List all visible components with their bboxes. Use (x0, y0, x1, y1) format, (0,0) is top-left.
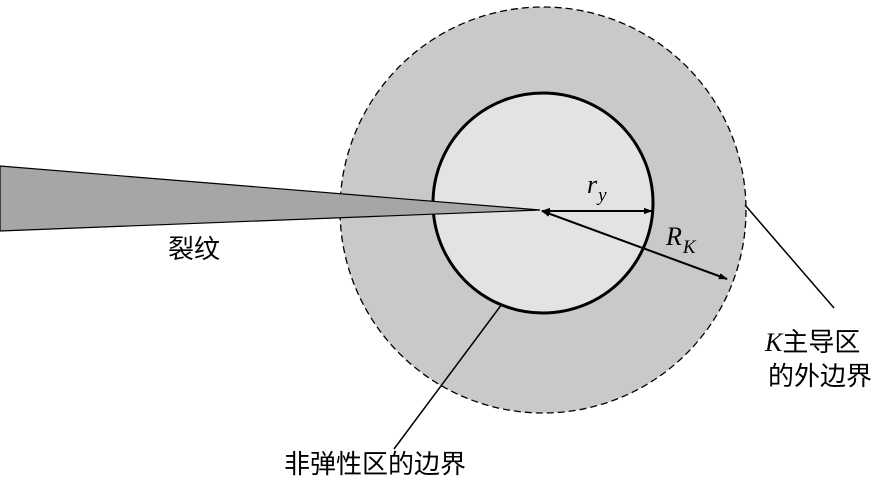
rk-label: RK (665, 222, 697, 258)
plastic-boundary-leader (393, 303, 503, 450)
k-zone-boundary-label-line1: K主导区 (764, 328, 860, 358)
rk-dimension-arrow (541, 210, 728, 280)
k-zone-boundary-label-line2: 的外边界 (768, 362, 872, 392)
k-zone-boundary-leader (744, 204, 835, 309)
crack-wedge (0, 165, 541, 232)
crack-label: 裂纹 (168, 235, 220, 265)
plastic-boundary-label: 非弹性区的边界 (284, 450, 466, 480)
ry-label: ry (587, 170, 607, 206)
inelastic-zone (431, 91, 655, 315)
